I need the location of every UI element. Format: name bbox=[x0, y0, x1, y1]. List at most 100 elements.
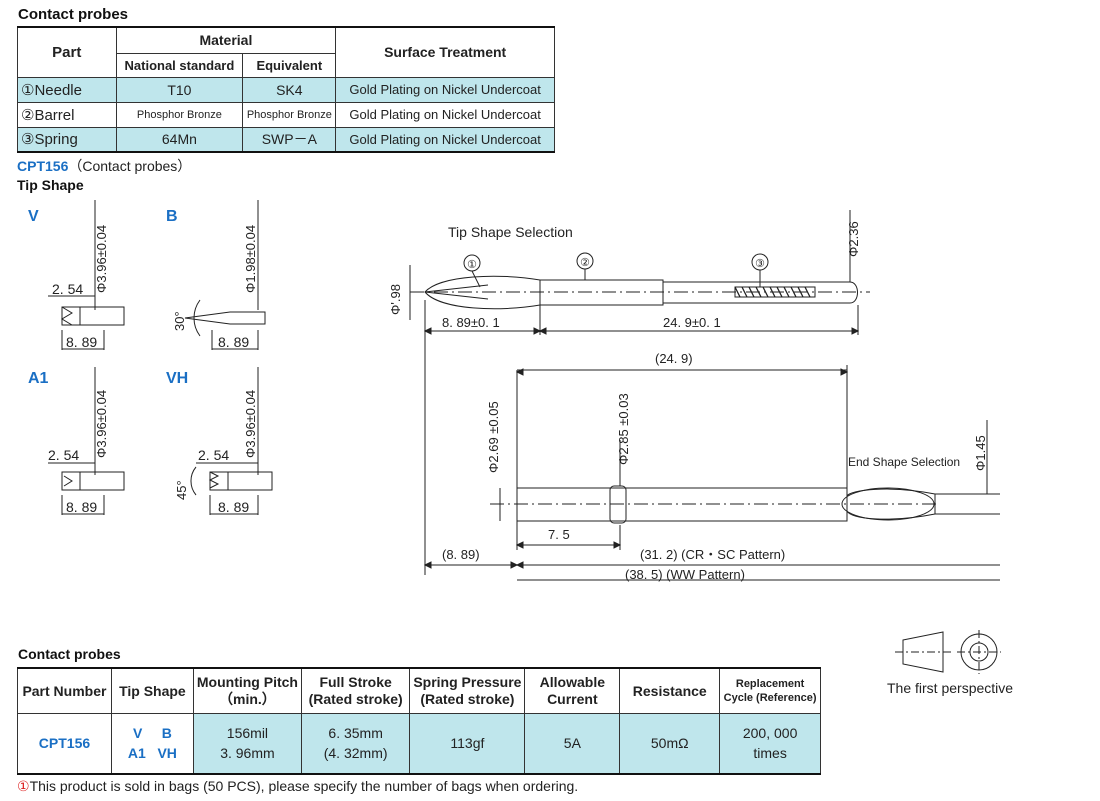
tip-vh-d2: 8. 89 bbox=[218, 499, 249, 515]
product-heading: CPT156（Contact probes） bbox=[17, 156, 191, 176]
dim-889: 8. 89±0. 1 bbox=[442, 315, 500, 330]
cell-tip-shape: V B A1 VH bbox=[110, 712, 194, 775]
header-tip-shape: Tip Shape bbox=[110, 667, 194, 714]
tip-b-label: B bbox=[166, 208, 178, 225]
top-table-title: Contact probes bbox=[18, 6, 129, 23]
header-material: Material bbox=[115, 26, 337, 54]
cell-replacement-line1: 200, 000 bbox=[742, 725, 798, 742]
header-mounting-line1: Mounting Pitch bbox=[196, 673, 298, 690]
header-resistance: Resistance bbox=[619, 667, 721, 714]
row-needle-equivalent: SK4 bbox=[242, 76, 337, 103]
tip-v-d2: 8. 89 bbox=[66, 334, 97, 350]
row-spring-equivalent: SWP－A bbox=[242, 126, 337, 153]
callout-2: ② bbox=[580, 257, 590, 269]
tip-a1-d2: 8. 89 bbox=[66, 499, 97, 515]
cell-stroke-line1: 6. 35mm bbox=[328, 725, 383, 742]
tip-vh-label: VH bbox=[166, 370, 188, 387]
cell-tip-vh: VH bbox=[157, 745, 177, 762]
tip-b-angle: 30° bbox=[172, 311, 187, 331]
note-warning-icon: ① bbox=[17, 778, 30, 794]
header-stroke-line2: (Rated stroke) bbox=[308, 690, 403, 707]
cell-tip-a1: A1 bbox=[127, 745, 146, 762]
dim-phi-269: Φ2.69 ±0.05 bbox=[486, 401, 501, 473]
first-perspective-label: The first perspective bbox=[887, 680, 1014, 696]
tip-v-label: V bbox=[28, 208, 39, 225]
cell-stroke-line2: (4. 32mm) bbox=[323, 745, 388, 762]
cell-current: 5A bbox=[524, 712, 621, 775]
cell-mounting-line2: 3. 96mm bbox=[220, 745, 275, 762]
header-replacement: Replacement Cycle (Reference) bbox=[719, 667, 821, 714]
header-mounting-line2: （min.） bbox=[219, 690, 276, 707]
cell-pressure: 113gf bbox=[409, 712, 526, 775]
cell-tip-v: V bbox=[132, 725, 143, 742]
bottom-table-title: Contact probes bbox=[18, 646, 121, 662]
first-perspective-symbol bbox=[895, 630, 1001, 674]
row-barrel-national: Phosphor Bronze bbox=[115, 101, 244, 128]
tip-shapes-drawing: V B A1 VH Φ3.96±0.04 2. 54 8. 89 Φ1.98±0… bbox=[28, 200, 273, 515]
ordering-note: ①This product is sold in bags (50 PCS), … bbox=[17, 778, 578, 795]
row-spring-national: 64Mn bbox=[115, 126, 244, 153]
row-spring-part: ③Spring bbox=[17, 126, 117, 153]
tip-vh-angle: 45° bbox=[174, 480, 189, 500]
tip-a1-dia: Φ3.96±0.04 bbox=[94, 390, 109, 458]
cell-replacement-line2: times bbox=[753, 745, 787, 762]
cell-mounting-line1: 156mil bbox=[226, 725, 269, 742]
callout-1: ① bbox=[467, 259, 477, 271]
row-needle-part: ①Needle bbox=[17, 76, 117, 103]
dim-75: 7. 5 bbox=[548, 527, 570, 542]
row-needle-surface: Gold Plating on Nickel Undercoat bbox=[335, 76, 555, 103]
header-surface: Surface Treatment bbox=[335, 26, 555, 78]
header-current-line2: Current bbox=[547, 690, 598, 707]
tip-b-d2: 8. 89 bbox=[218, 334, 249, 350]
dim-249: 24. 9±0. 1 bbox=[663, 315, 721, 330]
header-current-line1: Allowable bbox=[539, 673, 606, 690]
header-replacement-line1: Replacement bbox=[735, 677, 805, 690]
header-stroke-line1: Full Stroke bbox=[319, 673, 392, 690]
cell-replacement: 200, 000 times bbox=[719, 712, 821, 775]
header-stroke: Full Stroke (Rated stroke) bbox=[300, 667, 411, 714]
cell-part-number: CPT156 bbox=[17, 712, 112, 775]
row-barrel-surface: Gold Plating on Nickel Undercoat bbox=[335, 101, 555, 128]
note-text: This product is sold in bags (50 PCS), p… bbox=[29, 778, 579, 794]
tip-v-dia: Φ3.96±0.04 bbox=[94, 225, 109, 293]
product-code: CPT156 bbox=[17, 158, 69, 174]
tip-vh-d1: 2. 54 bbox=[198, 447, 229, 463]
cell-resistance: 50mΩ bbox=[619, 712, 721, 775]
end-shape-selection-label: End Shape Selection bbox=[848, 455, 960, 469]
row-needle-national: T10 bbox=[115, 76, 244, 103]
dim-889-ref: (8. 89) bbox=[442, 547, 480, 562]
dim-phi-098: Φ'.98 bbox=[388, 284, 403, 315]
dim-312: (31. 2) (CR・SC Pattern) bbox=[640, 547, 785, 562]
header-mounting: Mounting Pitch （min.） bbox=[192, 667, 302, 714]
header-pressure-line1: Spring Pressure bbox=[413, 673, 522, 690]
tip-v-d1: 2. 54 bbox=[52, 281, 83, 297]
probe-main-drawing: Tip Shape Selection ① ② ③ Φ'.98 Φ2.36 8.… bbox=[388, 210, 1000, 582]
header-current: Allowable Current bbox=[524, 667, 621, 714]
tip-a1-d1: 2. 54 bbox=[48, 447, 79, 463]
dim-385: (38. 5) (WW Pattern) bbox=[625, 567, 745, 582]
tip-a1-label: A1 bbox=[28, 370, 49, 387]
cell-tip-b: B bbox=[161, 725, 172, 742]
callout-3: ③ bbox=[755, 258, 765, 270]
product-suffix: （Contact probes） bbox=[68, 158, 192, 174]
materials-table: Part Material Surface Treatment National… bbox=[17, 26, 555, 153]
header-part-number: Part Number bbox=[17, 667, 112, 714]
row-barrel-part: ②Barrel bbox=[17, 101, 117, 128]
dim-phi-285: Φ2.85 ±0.03 bbox=[616, 393, 631, 465]
row-spring-surface: Gold Plating on Nickel Undercoat bbox=[335, 126, 555, 153]
dim-249-ref: (24. 9) bbox=[655, 351, 693, 366]
tip-b-dia: Φ1.98±0.04 bbox=[243, 225, 258, 293]
cell-mounting: 156mil 3. 96mm bbox=[192, 712, 302, 775]
specs-table: Part Number Tip Shape Mounting Pitch （mi… bbox=[17, 667, 821, 775]
dim-phi-236: Φ2.36 bbox=[846, 221, 861, 257]
header-equivalent: Equivalent bbox=[242, 52, 337, 78]
dim-phi-145: Φ1.45 bbox=[973, 435, 988, 471]
header-replacement-line2: Cycle (Reference) bbox=[723, 691, 817, 704]
tip-shape-title: Tip Shape bbox=[17, 177, 84, 193]
row-barrel-equivalent: Phosphor Bronze bbox=[242, 101, 337, 128]
header-pressure: Spring Pressure (Rated stroke) bbox=[409, 667, 526, 714]
header-national: National standard bbox=[115, 52, 244, 78]
header-part: Part bbox=[17, 26, 117, 78]
tip-vh-dia: Φ3.96±0.04 bbox=[243, 390, 258, 458]
header-pressure-line2: (Rated stroke) bbox=[420, 690, 515, 707]
